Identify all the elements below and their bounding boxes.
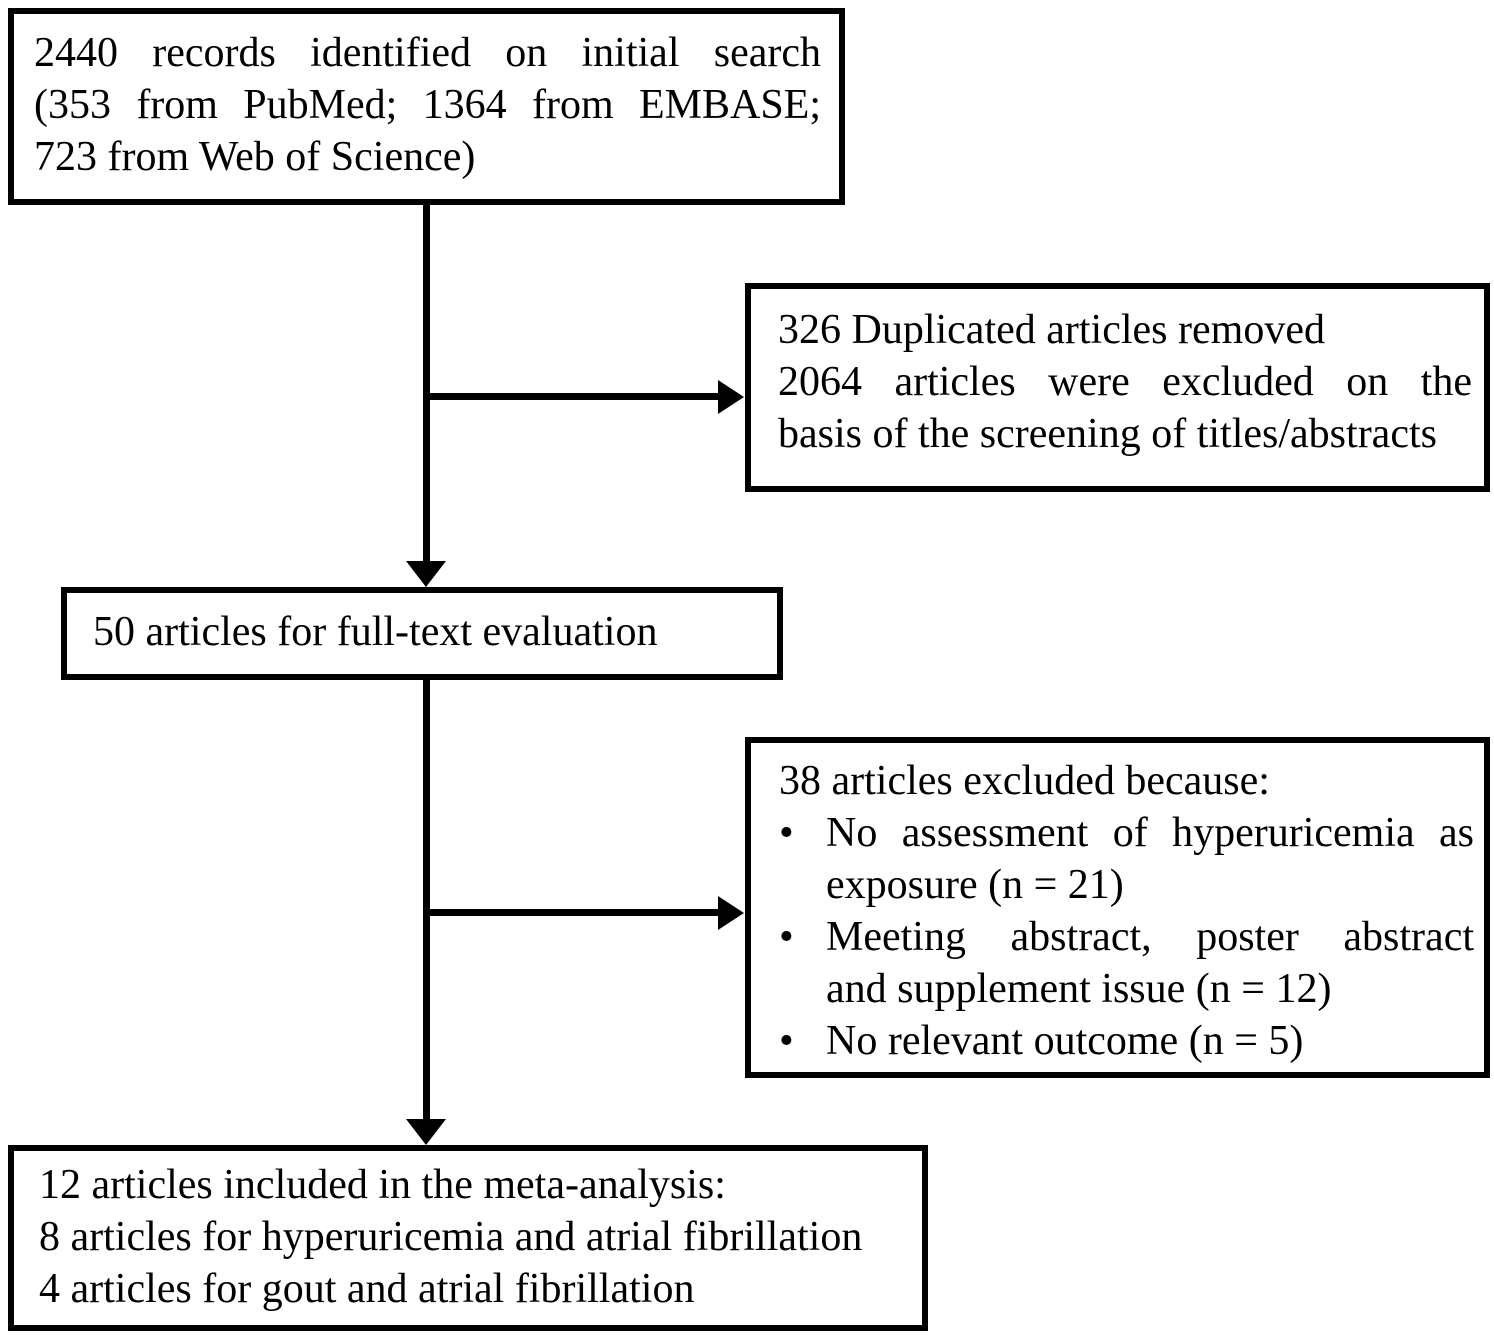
box-records-identified: 2440 records identified on initial searc…: [8, 8, 845, 205]
box-heading-line: 38 articles excluded because:: [779, 758, 1270, 804]
box-text-line: Meeting abstract, poster abstract: [826, 914, 1474, 960]
box-text-line: 326 Duplicated articles removed: [778, 307, 1325, 353]
box-text-line: 723 from Web of Science): [34, 134, 476, 180]
box-text-line: basis of the screening of titles/abstrac…: [778, 411, 1437, 457]
flow-connector-vertical-2: [423, 680, 430, 1119]
box-articles-excluded: 38 articles excluded because: • No asses…: [745, 737, 1490, 1078]
box-text-line: 4 articles for gout and atrial fibrillat…: [39, 1266, 695, 1312]
bullet-icon: •: [779, 810, 794, 856]
box-text-line: and supplement issue (n = 12): [826, 966, 1332, 1012]
box-text-line: 12 articles included in the meta-analysi…: [39, 1162, 726, 1208]
bullet-icon: •: [779, 914, 794, 960]
flow-connector-horizontal-2: [425, 909, 718, 916]
bullet-icon: •: [779, 1018, 794, 1064]
box-text-line: 8 articles for hyperuricemia and atrial …: [39, 1214, 863, 1260]
box-text-line: No assessment of hyperuricemia as: [826, 810, 1474, 856]
bullet-item-no-relevant-outcome: • No relevant outcome (n = 5): [779, 1015, 1474, 1067]
box-text-line: 2440 records identified on initial searc…: [34, 30, 821, 76]
arrowhead-down-icon: [406, 561, 446, 587]
arrowhead-right-icon: [718, 380, 744, 414]
box-included-in-meta-analysis: 12 articles included in the meta-analysi…: [8, 1145, 928, 1331]
flow-connector-horizontal-1: [425, 393, 718, 400]
bullet-item-meeting-abstract: • Meeting abstract, poster abstract and …: [779, 911, 1474, 1015]
bullet-item-no-assessment: • No assessment of hyperuricemia as expo…: [779, 807, 1474, 911]
arrowhead-right-icon: [718, 896, 744, 930]
box-full-text-evaluation: 50 articles for full-text evaluation: [61, 587, 783, 680]
box-text-line: No relevant outcome (n = 5): [826, 1018, 1304, 1064]
box-duplicates-removed: 326 Duplicated articles removed 2064 art…: [745, 283, 1490, 492]
box-text-line: 50 articles for full-text evaluation: [93, 609, 658, 655]
box-text-line: (353 from PubMed; 1364 from EMBASE;: [34, 82, 821, 128]
box-text-line: exposure (n = 21): [826, 862, 1124, 908]
flow-connector-vertical-1: [423, 205, 430, 561]
arrowhead-down-icon: [406, 1119, 446, 1145]
box-text-line: 2064 articles were excluded on the: [778, 359, 1472, 405]
